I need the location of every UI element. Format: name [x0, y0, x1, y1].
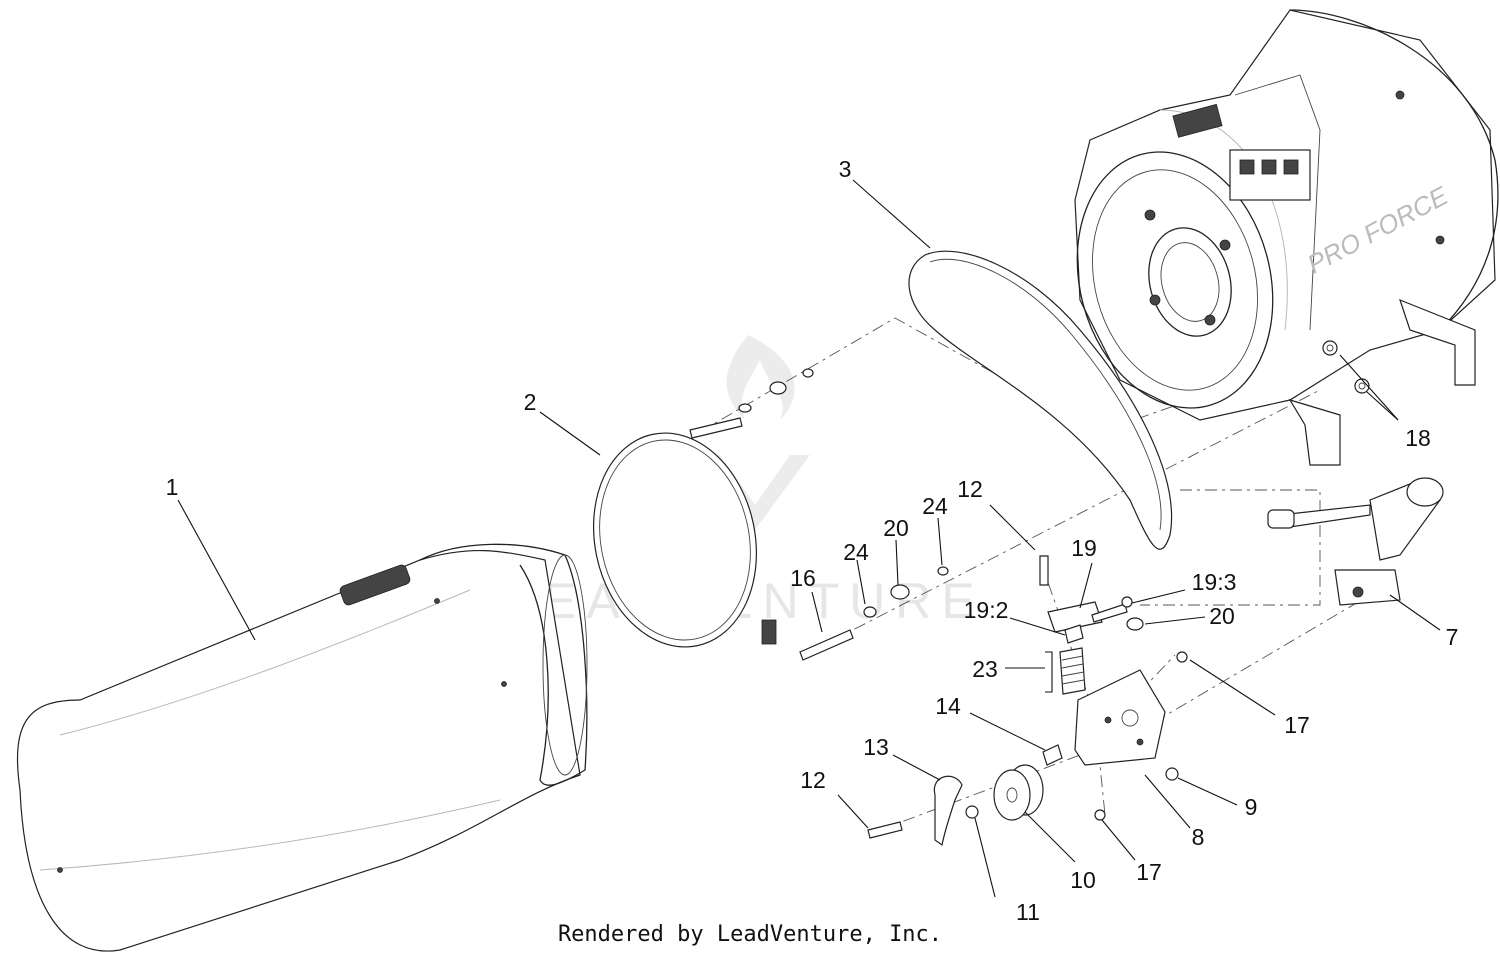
callout-17-right: 17 [1284, 712, 1310, 738]
callout-20-left: 20 [883, 515, 909, 541]
callout-11: 11 [1016, 899, 1040, 925]
bracket-19-assembly [1039, 555, 1144, 644]
callout-labels: 1 2 3 7 8 9 10 11 12 12 13 14 16 17 17 1… [166, 156, 1459, 925]
callout-1: 1 [166, 474, 179, 500]
callout-12-lower: 12 [800, 767, 826, 793]
callout-2: 2 [524, 389, 537, 415]
discharge-chute [16, 543, 588, 952]
bolt-14 [1042, 744, 1063, 766]
idler-pulley-10 [993, 764, 1044, 821]
clip-13 [933, 775, 963, 847]
callout-3: 3 [839, 156, 852, 182]
callout-19-2: 19:2 [964, 597, 1009, 623]
callout-17-lower: 17 [1136, 859, 1162, 885]
callout-20-right: 20 [1209, 603, 1235, 629]
leader-lines [177, 179, 1441, 898]
callout-9: 9 [1245, 794, 1258, 820]
upper-bolt-washers [689, 368, 814, 439]
actuator-7 [1267, 477, 1444, 606]
callout-7: 7 [1446, 624, 1459, 650]
nuts-18 [1322, 340, 1370, 394]
callout-10: 10 [1070, 867, 1096, 893]
callout-23: 23 [972, 656, 998, 682]
mounting-plate-8 [1074, 669, 1166, 766]
hose-clamp [592, 432, 777, 648]
drive-belt [908, 250, 1173, 550]
spring-23 [1059, 647, 1086, 695]
callout-24-left: 24 [843, 539, 869, 565]
callout-19-3: 19:3 [1192, 569, 1237, 595]
callout-12-upper: 12 [957, 476, 983, 502]
callout-24-right: 24 [922, 493, 948, 519]
bolt-16-washers [799, 566, 949, 661]
callout-19: 19 [1071, 535, 1097, 561]
callout-14: 14 [935, 693, 961, 719]
callout-18: 18 [1405, 425, 1431, 451]
rendered-by-footer: Rendered by LeadVenture, Inc. [558, 922, 942, 947]
blower-housing: PRO FORCE [1074, 9, 1499, 466]
nuts-small [965, 651, 1188, 821]
callout-13: 13 [863, 734, 889, 760]
bolt-12-lower [867, 821, 903, 839]
callout-8: 8 [1192, 824, 1205, 850]
callout-16: 16 [790, 565, 816, 591]
